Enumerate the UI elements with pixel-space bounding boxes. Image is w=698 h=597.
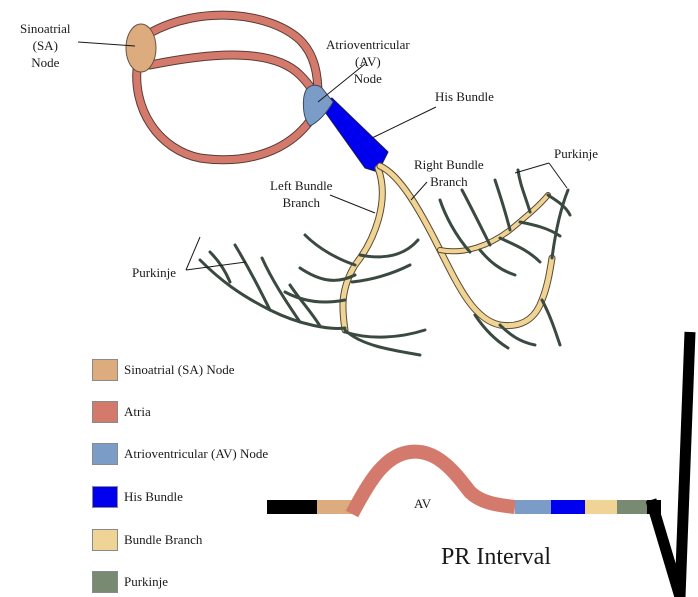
legend-item-av-node: Atrioventricular (AV) Node: [92, 442, 268, 466]
ecg-av-segment: [515, 500, 551, 514]
legend-item-atria: Atria: [92, 400, 151, 424]
leader-lines: [78, 42, 567, 270]
legend-swatch-atria: [92, 401, 118, 423]
legend-item-sa-node: Sinoatrial (SA) Node: [92, 358, 234, 382]
ecg-purkinje-segment: [617, 500, 647, 514]
ecg-qrs-complex: [651, 332, 690, 597]
right-bundle-label: Right Bundle Branch: [414, 156, 484, 190]
sa-node-label: Sinoatrial (SA) Node: [20, 20, 71, 71]
legend-swatch-bundle: [92, 529, 118, 551]
legend-swatch-his: [92, 486, 118, 508]
legend-label: Bundle Branch: [124, 532, 202, 548]
legend-swatch-sa: [92, 359, 118, 381]
legend-label: His Bundle: [124, 489, 183, 505]
left-bundle-label: Left Bundle Branch: [270, 177, 332, 211]
legend-swatch-av: [92, 443, 118, 465]
legend-swatch-purkinje: [92, 571, 118, 593]
pr-interval-title: PR Interval: [441, 544, 551, 571]
purkinje-right-label: Purkinje: [554, 145, 598, 162]
atria-pathway: [137, 15, 318, 160]
av-node-label: Atrioventricular (AV) Node: [326, 36, 410, 87]
legend-label: Atrioventricular (AV) Node: [124, 446, 268, 462]
ecg-his-segment: [551, 500, 585, 514]
av-node-shape: [303, 85, 333, 126]
ecg-bundle-segment: [585, 500, 617, 514]
ecg-av-label: AV: [414, 496, 431, 512]
legend-item-purkinje: Purkinje: [92, 570, 168, 594]
legend-label: Atria: [124, 404, 151, 420]
legend-item-his-bundle: His Bundle: [92, 485, 183, 509]
his-bundle-label: His Bundle: [435, 88, 494, 105]
purkinje-left: [200, 235, 425, 355]
sa-node-shape: [126, 24, 156, 72]
ecg-atria-wave: [352, 452, 515, 514]
legend-item-bundle-branch: Bundle Branch: [92, 528, 202, 552]
legend-label: Sinoatrial (SA) Node: [124, 362, 234, 378]
purkinje-left-label: Purkinje: [132, 264, 176, 281]
legend-label: Purkinje: [124, 574, 168, 590]
ecg-baseline-start: [267, 500, 317, 514]
